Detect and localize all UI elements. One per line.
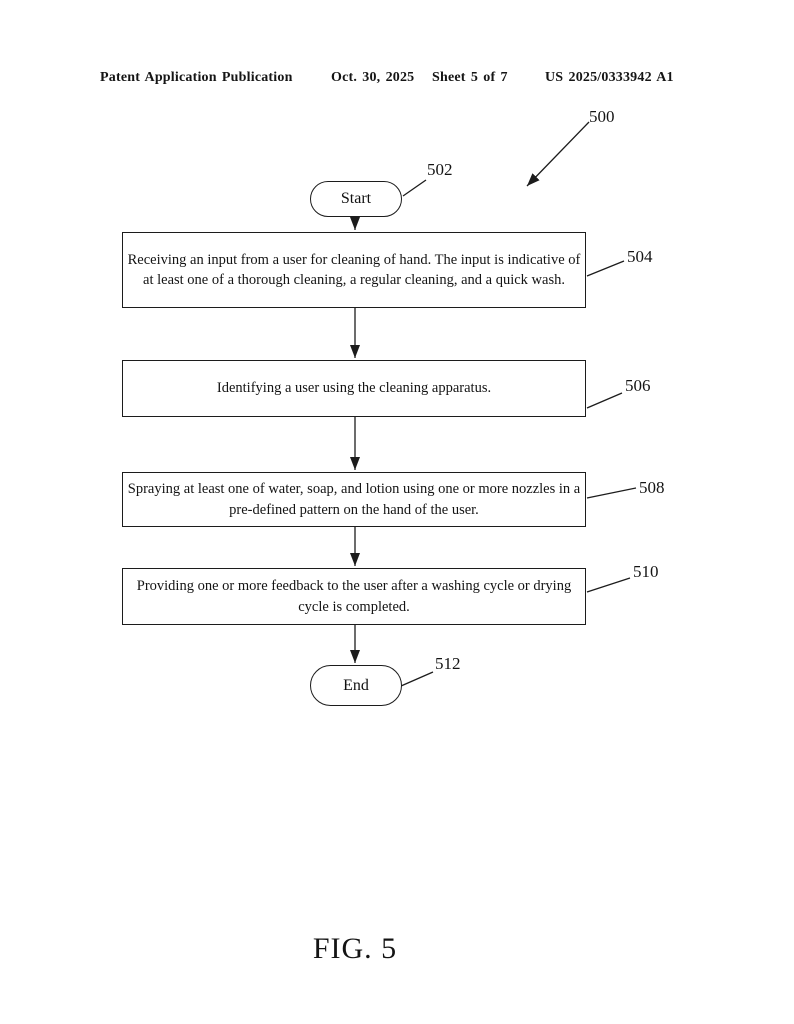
header-publication: Patent Application Publication bbox=[100, 70, 293, 85]
leader-line-512 bbox=[400, 671, 434, 687]
end-node-label: End bbox=[343, 676, 369, 694]
reference-numeral-502: 502 bbox=[427, 160, 453, 179]
leader-line-508 bbox=[586, 487, 637, 499]
figure-reference-arrow bbox=[526, 121, 590, 187]
reference-numeral-508: 508 bbox=[639, 478, 665, 497]
node-510-text: Providing one or more feedback to the us… bbox=[136, 578, 572, 615]
flowchart-node-508: Spraying at least one of water, soap, an… bbox=[122, 472, 586, 527]
flowchart-node-start: Start bbox=[310, 181, 402, 217]
reference-numeral-512: 512 bbox=[435, 654, 461, 673]
flowchart-node-506: Identifying a user using the cleaning ap… bbox=[122, 360, 586, 417]
reference-numeral-500: 500 bbox=[589, 107, 615, 126]
node-504-text: Receiving an input from a user for clean… bbox=[127, 251, 581, 289]
reference-numeral-506: 506 bbox=[625, 376, 651, 395]
leader-line-510 bbox=[586, 577, 631, 593]
node-506-text: Identifying a user using the cleaning ap… bbox=[216, 380, 492, 397]
reference-numeral-504: 504 bbox=[627, 247, 653, 266]
leader-line-502 bbox=[402, 179, 427, 197]
header-sheet-number: Sheet 5 of 7 bbox=[432, 70, 508, 85]
header-patent-number: US 2025/0333942 A1 bbox=[545, 70, 674, 85]
figure-caption: FIG. 5 bbox=[312, 932, 398, 965]
reference-numeral-510: 510 bbox=[633, 562, 659, 581]
start-node-label: Start bbox=[340, 190, 372, 207]
leader-line-506 bbox=[586, 392, 623, 409]
flowchart-node-510: Providing one or more feedback to the us… bbox=[122, 568, 586, 625]
flowchart-node-end: End bbox=[310, 665, 402, 706]
node-508-text: Spraying at least one of water, soap, an… bbox=[127, 481, 581, 518]
flowchart-node-504: Receiving an input from a user for clean… bbox=[122, 232, 586, 308]
leader-line-504 bbox=[586, 260, 625, 277]
header-date: Oct. 30, 2025 bbox=[331, 70, 415, 85]
